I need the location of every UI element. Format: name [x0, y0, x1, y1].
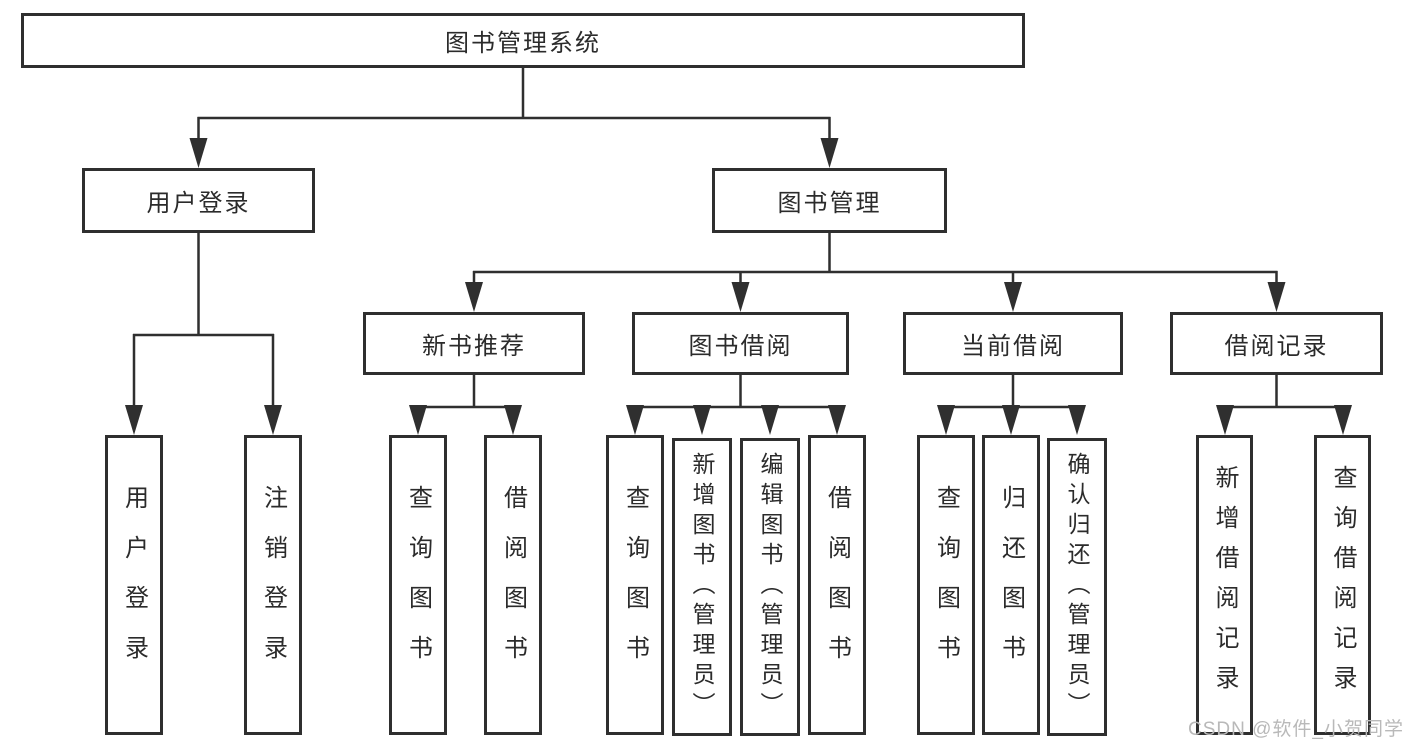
- csdn-watermark: CSDN @软件_小贺同学: [1188, 719, 1404, 740]
- leaf-query-book-1: 查询图书: [389, 435, 447, 735]
- leaf-logout: 注销登录: [244, 435, 302, 735]
- leaf-return-book: 归还图书: [982, 435, 1040, 735]
- leaf-borrow-book-2: 借阅图书: [808, 435, 866, 735]
- leaf-query-book-2: 查询图书: [606, 435, 664, 735]
- leaf-query-book-3: 查询图书: [917, 435, 975, 735]
- leaf-add-borrow-record: 新增借阅记录: [1196, 435, 1253, 735]
- node-current-borrow: 当前借阅: [903, 312, 1123, 375]
- leaf-borrow-book-1: 借阅图书: [484, 435, 542, 735]
- leaf-query-borrow-record: 查询借阅记录: [1314, 435, 1371, 735]
- leaf-user-login: 用户登录: [105, 435, 163, 735]
- leaf-edit-book-admin: 编辑图书（管理员）: [740, 438, 800, 736]
- node-book-borrow: 图书借阅: [632, 312, 849, 375]
- leaf-confirm-return-admin: 确认归还（管理员）: [1047, 438, 1107, 736]
- arrowheads: [125, 138, 1352, 435]
- leaf-add-book-admin: 新增图书（管理员）: [672, 438, 732, 736]
- node-new-book-recommend: 新书推荐: [363, 312, 585, 375]
- node-book-management: 图书管理: [712, 168, 947, 233]
- node-user-login: 用户登录: [82, 168, 315, 233]
- node-borrow-record: 借阅记录: [1170, 312, 1383, 375]
- node-system-root: 图书管理系统: [21, 13, 1025, 68]
